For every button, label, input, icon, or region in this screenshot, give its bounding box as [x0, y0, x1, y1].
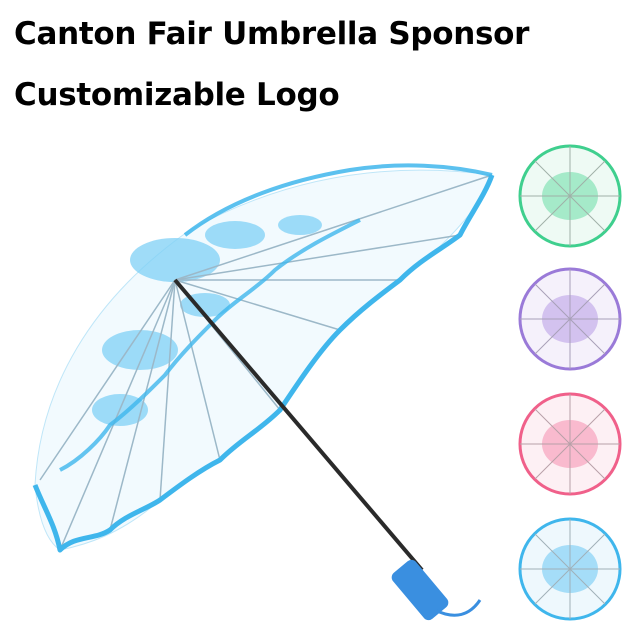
variant-canopy-green — [518, 144, 622, 248]
variant-umbrella-blue — [518, 517, 622, 621]
variant-umbrella-green — [518, 144, 622, 248]
umbrella-handle — [391, 559, 482, 621]
umbrella-shaft — [173, 278, 424, 572]
main-umbrella-image — [32, 163, 495, 621]
variant-canopy-purple — [518, 267, 622, 371]
canopy-ribs — [39, 174, 493, 551]
canopy-top-trim — [183, 163, 493, 237]
variant-canopy-pink — [518, 392, 622, 496]
variant-umbrella-pink — [518, 392, 622, 496]
canopy-trim-inner — [59, 218, 361, 472]
canopy-trim-outer — [32, 174, 495, 553]
headline-line-1: Canton Fair Umbrella Sponsor — [14, 16, 530, 52]
variant-umbrella-purple — [518, 267, 622, 371]
variant-canopy-blue — [518, 517, 622, 621]
canopy — [34, 169, 493, 551]
headline-line-2: Customizable Logo — [14, 77, 340, 113]
